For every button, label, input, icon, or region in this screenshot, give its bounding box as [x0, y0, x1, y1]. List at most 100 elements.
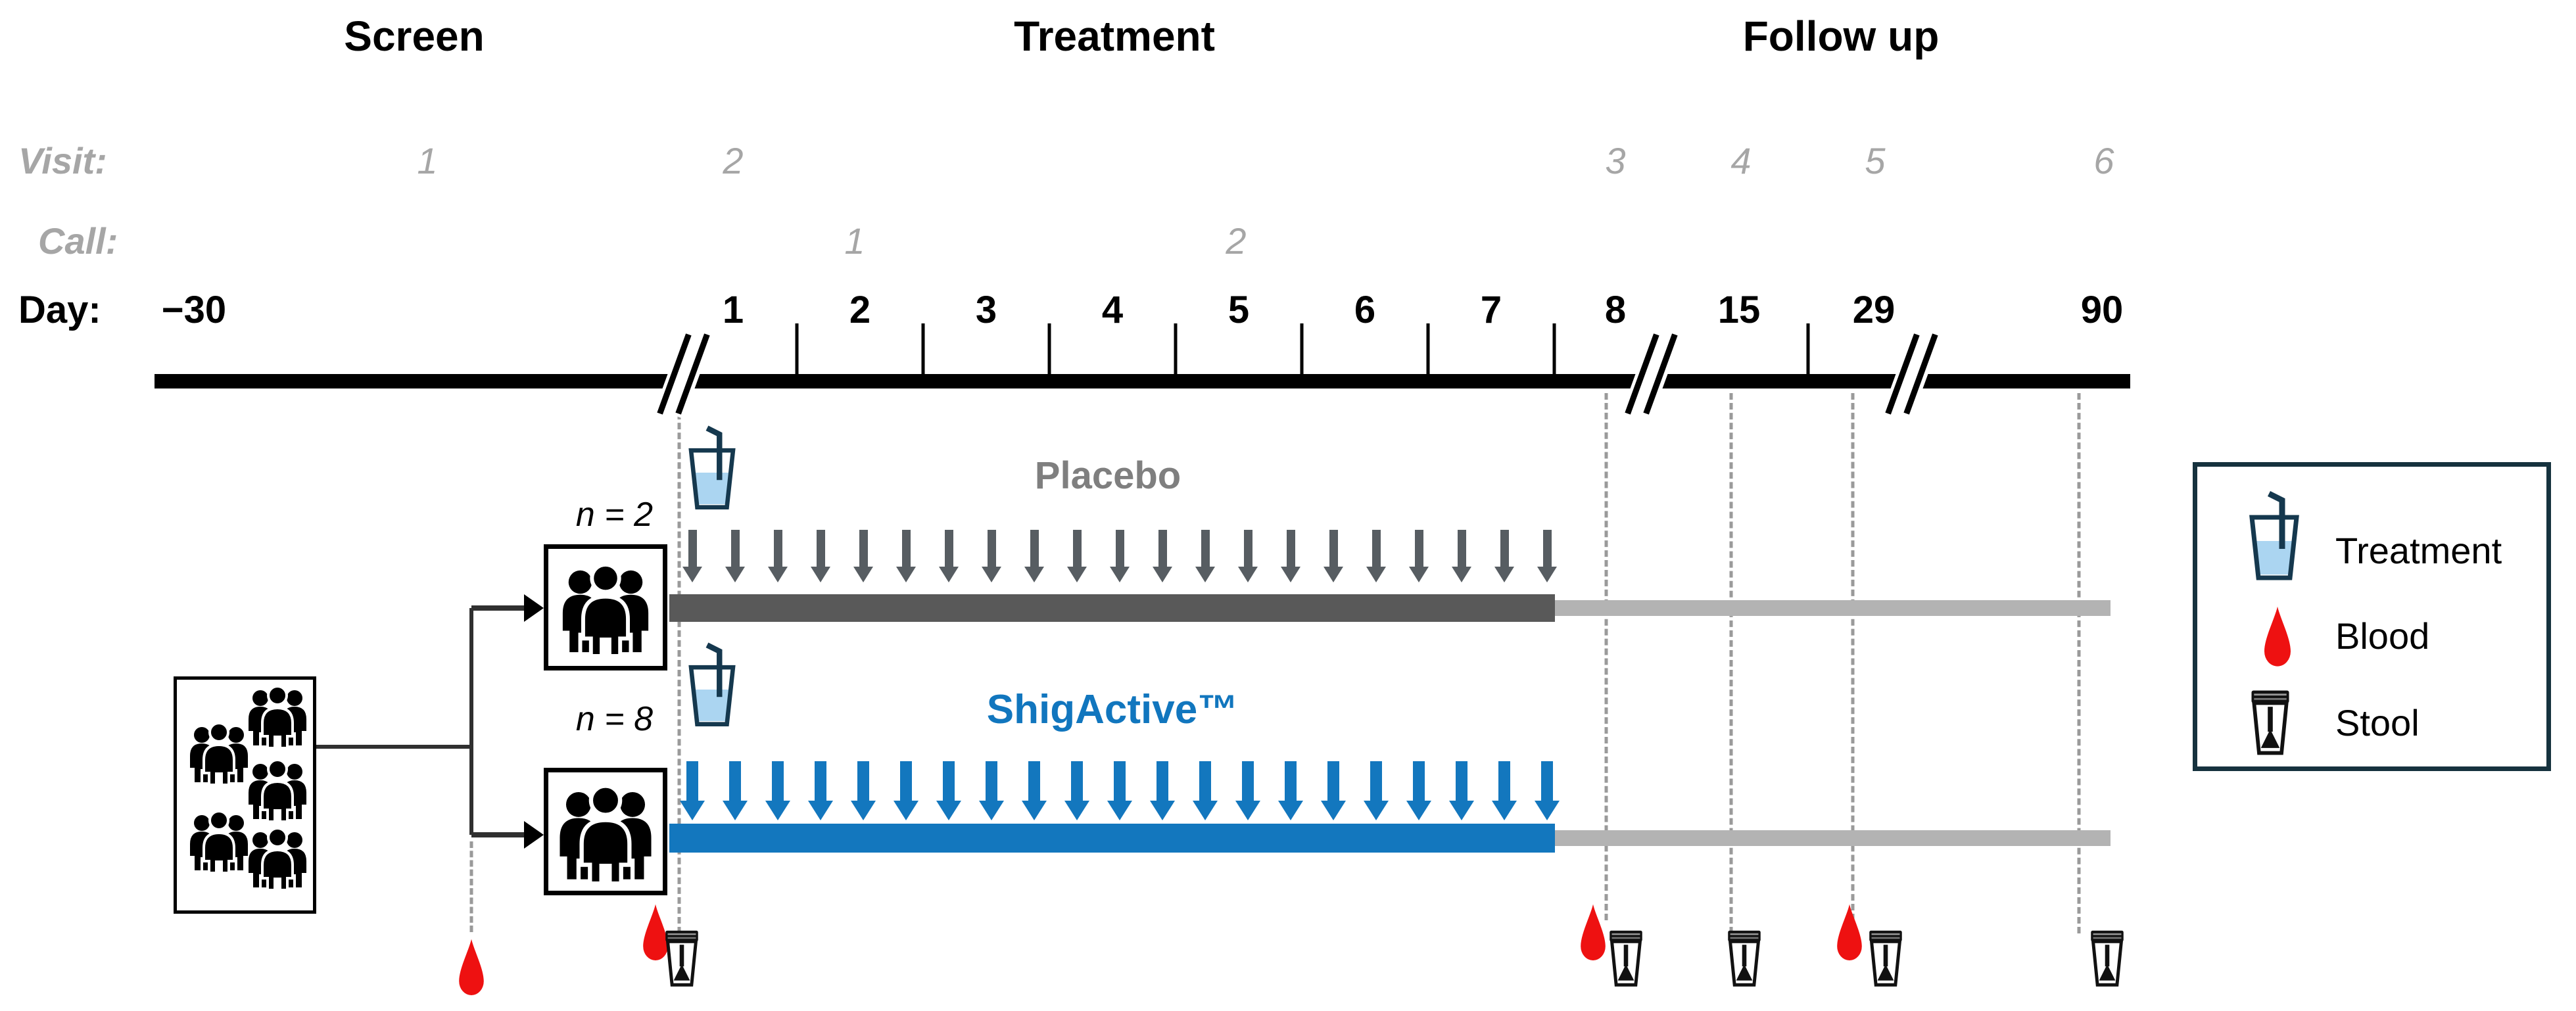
dose-arrow-shig [1492, 761, 1517, 820]
dose-arrow-head [1537, 567, 1557, 582]
shig-followup-bar [1555, 830, 2111, 846]
dose-arrow-head [768, 567, 788, 582]
visit-number: 5 [1865, 140, 1886, 181]
day-number: 4 [1101, 289, 1124, 331]
dose-arrow-placebo [1452, 530, 1471, 582]
placebo-n-label: n = 2 [575, 496, 653, 534]
dose-arrow-head [1492, 801, 1517, 820]
dose-arrow-placebo [1067, 530, 1087, 582]
dose-arrow-shaft [1500, 530, 1509, 567]
dose-arrow-placebo [1494, 530, 1514, 582]
dose-arrow-shaft [1371, 530, 1381, 567]
dose-arrow-shaft [1457, 530, 1466, 567]
timeline-tick [795, 323, 799, 376]
phase-header-screen: Screen [344, 12, 485, 60]
dose-arrow-shaft [857, 761, 869, 801]
dose-arrow-head [1235, 801, 1260, 820]
dose-arrow-head [1449, 801, 1474, 820]
dose-arrow-head [1281, 567, 1300, 582]
dose-arrow-head [1238, 567, 1258, 582]
visit-number: 6 [2093, 140, 2114, 181]
dose-arrow-shaft [1201, 530, 1210, 567]
dose-arrow-head [1452, 567, 1471, 582]
dose-arrow-shaft [901, 530, 911, 567]
dose-arrow-head [979, 801, 1004, 820]
dose-arrow-shig [1064, 761, 1089, 820]
timeline-tick [1806, 323, 1810, 376]
dose-arrow-placebo [1537, 530, 1557, 582]
dose-arrow-shaft [1329, 530, 1338, 567]
day-number: 6 [1354, 289, 1376, 331]
stool-cup-icon [1723, 924, 1766, 992]
dose-arrow-shaft [688, 530, 697, 567]
call-row-label: Call: [38, 220, 118, 262]
dose-arrow-shig [1278, 761, 1303, 820]
dose-arrow-placebo [725, 530, 745, 582]
dose-arrow-shaft [987, 530, 996, 567]
dose-arrow-head [1153, 567, 1172, 582]
shig-treatment-bar [669, 824, 1555, 853]
dose-arrow-shaft [943, 761, 955, 801]
timeline-tick [921, 323, 925, 376]
dose-arrow-shig [1406, 761, 1431, 820]
dose-arrow-head [851, 801, 876, 820]
branch-arrowhead-bottom [524, 821, 544, 849]
timeline-tick [1300, 323, 1304, 376]
dose-arrow-shaft [1414, 530, 1423, 567]
day-number: 29 [1852, 289, 1896, 331]
dose-arrow-shig [851, 761, 876, 820]
dose-arrow-head [853, 567, 873, 582]
stool-cup-icon [1864, 924, 1907, 992]
dose-arrow-head [982, 567, 1001, 582]
legend-label-treatment: Treatment [2335, 530, 2502, 571]
call-number: 2 [1226, 220, 1247, 262]
dose-arrow-placebo [1110, 530, 1130, 582]
dose-arrow-placebo [1024, 530, 1044, 582]
people-group-icon [554, 776, 657, 887]
dose-arrow-head [723, 801, 748, 820]
visit-number: 1 [417, 140, 438, 181]
visit-row-label: Visit: [18, 140, 107, 181]
dose-arrow-placebo [811, 530, 830, 582]
dose-arrow-head [1150, 801, 1175, 820]
dose-arrow-shaft [816, 530, 825, 567]
blood-drop-icon [2258, 605, 2297, 670]
dose-arrow-shaft [1286, 530, 1295, 567]
people-group-icon [245, 755, 310, 823]
day-row-label: Day: [18, 289, 101, 331]
visit-number: 3 [1605, 140, 1626, 181]
dose-arrow-head [1409, 567, 1429, 582]
dose-arrow-head [1324, 567, 1343, 582]
dose-arrow-placebo [982, 530, 1001, 582]
dose-arrow-head [808, 801, 833, 820]
people-group-icon [557, 555, 654, 659]
dashed-guide-line [2077, 393, 2081, 933]
dose-arrow-shaft [1115, 530, 1124, 567]
dose-arrow-shig [1107, 761, 1132, 820]
placebo-arm-label: Placebo [1034, 454, 1181, 497]
dose-arrow-head [1107, 801, 1132, 820]
dose-arrow-head [896, 567, 916, 582]
dose-arrow-shaft [730, 530, 740, 567]
timeline-tick [1552, 323, 1556, 376]
dose-arrow-head [1193, 801, 1218, 820]
dose-arrow-shaft [1370, 761, 1382, 801]
dashed-guide-line [1729, 393, 1733, 933]
day-number: 1 [722, 289, 744, 331]
dose-arrow-head [1321, 801, 1346, 820]
shigactive-n-label: n = 8 [575, 700, 653, 738]
people-group-icon [245, 823, 310, 891]
people-group-icon [245, 681, 310, 749]
dose-arrow-head [680, 801, 705, 820]
dose-arrow-head [936, 801, 961, 820]
dose-arrow-shaft [1285, 761, 1297, 801]
phase-header-followup: Follow up [1742, 12, 1940, 60]
dose-arrow-placebo [1238, 530, 1258, 582]
dose-arrow-head [1278, 801, 1303, 820]
shigactive-arm-label: ShigActive™ [986, 687, 1239, 732]
legend-label-blood: Blood [2335, 615, 2430, 657]
dose-arrow-placebo [1153, 530, 1172, 582]
dose-arrow-head [725, 567, 745, 582]
